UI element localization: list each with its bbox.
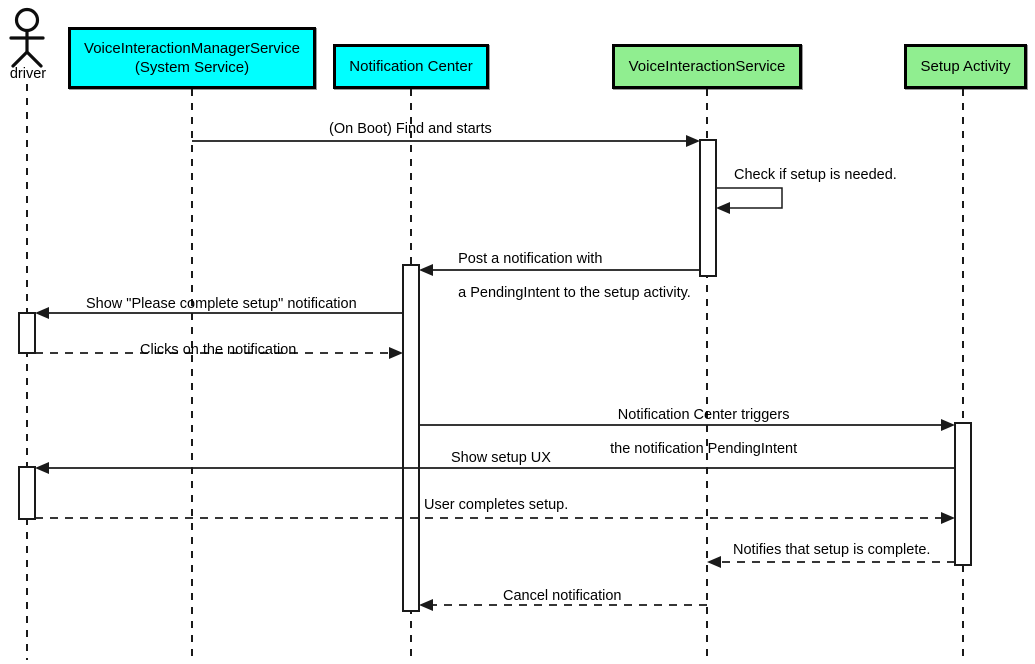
message-arrow-check-if-setup-is-needed <box>716 187 783 214</box>
activation-bar-driver-2 <box>18 466 36 520</box>
message-label-notifies-that-setup-is-complete: Notifies that setup is complete. <box>733 542 931 558</box>
message-label-notification-center-triggers-line1: Notification Center triggers <box>617 407 790 423</box>
message-label-show-please-complete-setup-notification: Show "Please complete setup" notificatio… <box>86 296 357 312</box>
message-label-notification-center-triggers-line2: the notification PendingIntent <box>610 441 798 457</box>
participant-box-vims[interactable]: VoiceInteractionManagerService (System S… <box>68 27 316 89</box>
participant-label-vims: VoiceInteractionManagerService (System S… <box>84 39 300 77</box>
actor-icon-driver <box>9 7 45 68</box>
activation-bar-voiceinteractionservice <box>699 139 717 277</box>
message-arrow-clicks-on-the-notification <box>35 347 403 359</box>
message-label-post-a-notification-line1: Post a notification with <box>458 251 603 267</box>
activation-bar-driver-1 <box>18 312 36 354</box>
message-arrow-show-please-complete-setup-notification <box>35 307 403 319</box>
message-label-clicks-on-the-notification: Clicks on the notification <box>140 342 297 358</box>
message-label-on-boot-find-and-starts: (On Boot) Find and starts <box>329 121 492 137</box>
participant-box-voiceinteractionservice[interactable]: VoiceInteractionService <box>612 44 802 89</box>
participant-label-setup-activity: Setup Activity <box>920 58 1011 75</box>
participant-label-notification-center: Notification Center <box>349 58 473 75</box>
participant-box-notification-center[interactable]: Notification Center <box>333 44 489 89</box>
message-arrow-notification-center-triggers-pendingintent <box>419 419 955 431</box>
message-label-post-a-notification-line2: a PendingIntent to the setup activity. <box>458 285 691 301</box>
message-arrow-notifies-that-setup-is-complete <box>707 556 955 568</box>
actor-label-driver: driver <box>9 66 47 82</box>
message-label-post-a-notification: Post a notification with a PendingIntent… <box>442 234 691 319</box>
message-arrow-show-setup-ux <box>35 462 955 474</box>
participant-box-setup-activity[interactable]: Setup Activity <box>904 44 1027 89</box>
message-label-cancel-notification: Cancel notification <box>503 588 622 604</box>
activation-bar-notification-center <box>402 264 420 612</box>
participant-label-vims-line2: (System Service) <box>134 59 250 76</box>
message-label-check-if-setup-is-needed: Check if setup is needed. <box>734 167 897 183</box>
message-arrow-post-a-notification <box>419 264 700 276</box>
message-label-show-setup-ux: Show setup UX <box>451 450 551 466</box>
message-label-notification-center-triggers-pendingintent: Notification Center triggers the notific… <box>594 390 797 475</box>
message-arrow-user-completes-setup <box>35 512 955 524</box>
participant-label-voiceinteractionservice: VoiceInteractionService <box>628 58 786 75</box>
message-label-user-completes-setup: User completes setup. <box>424 497 569 513</box>
activation-bar-setup-activity <box>954 422 972 566</box>
message-arrow-on-boot-find-and-starts <box>192 135 700 147</box>
message-arrow-cancel-notification <box>419 599 707 611</box>
participant-label-vims-line1: VoiceInteractionManagerService <box>84 40 300 57</box>
